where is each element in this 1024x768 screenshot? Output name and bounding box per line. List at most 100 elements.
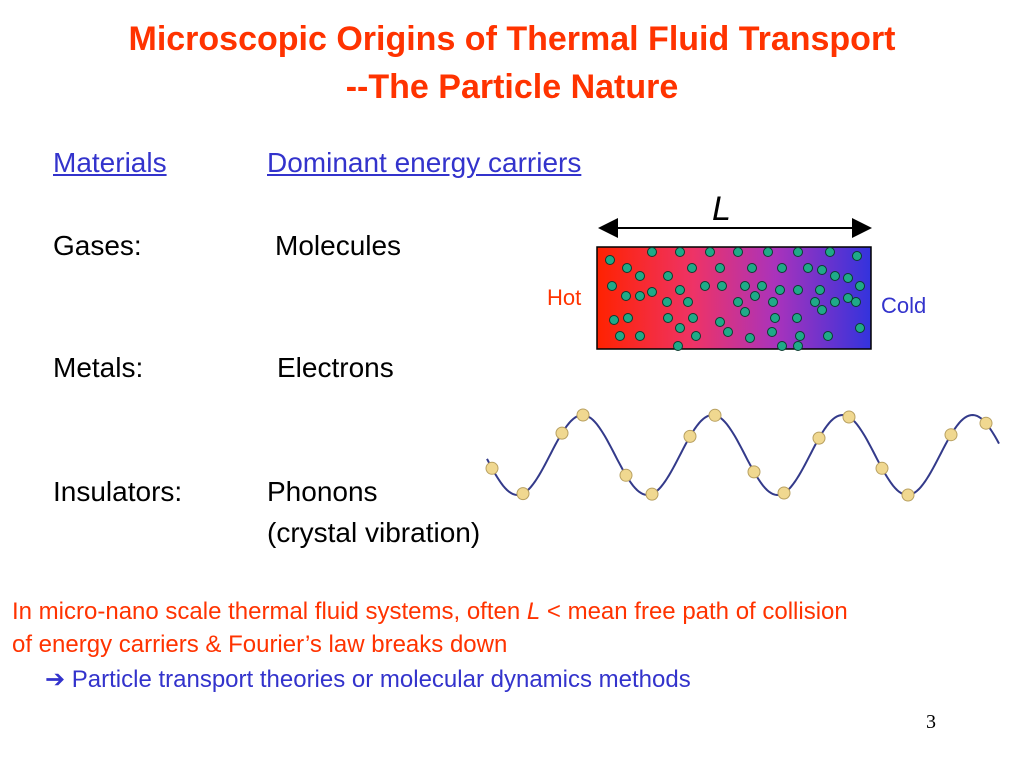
molecule-dot <box>793 247 803 257</box>
lattice-atom-dot <box>944 428 958 442</box>
carrier-electrons: Electrons <box>277 352 394 383</box>
molecule-dot <box>747 263 757 273</box>
gas-molecules <box>605 247 865 351</box>
molecule-dot <box>823 331 833 341</box>
molecule-dot <box>740 281 750 291</box>
molecule-dot <box>750 291 760 301</box>
length-label: L <box>712 190 731 228</box>
lattice-atom-dot <box>555 426 569 440</box>
molecule-dot <box>745 333 755 343</box>
lattice-atom-dot <box>683 429 697 443</box>
lattice-atom-dot <box>901 488 915 502</box>
carrier-phonons: Phonons <box>267 476 378 507</box>
molecule-dot <box>622 263 632 273</box>
molecule-dot <box>635 331 645 341</box>
molecule-dot <box>770 313 780 323</box>
conclusion-text: Particle transport theories or molecular… <box>71 666 691 693</box>
molecule-dot <box>635 271 645 281</box>
molecule-dot <box>775 285 785 295</box>
molecule-dot <box>851 297 861 307</box>
molecule-dot <box>647 247 657 257</box>
note-line1-before: In micro-nano scale thermal fluid system… <box>12 598 527 625</box>
molecule-dot <box>715 317 725 327</box>
molecule-dot <box>843 273 853 283</box>
note-line2: of energy carriers & Fourier’s law break… <box>12 631 508 658</box>
molecule-dot <box>830 271 840 281</box>
molecule-dot <box>715 263 725 273</box>
lattice-atom-dot <box>516 487 530 501</box>
molecule-dot <box>733 297 743 307</box>
note-variable-L: L <box>526 598 541 625</box>
cold-label: Cold <box>881 293 927 318</box>
slide-title-line1: Microscopic Origins of Thermal Fluid Tra… <box>128 20 896 58</box>
molecule-dot <box>763 247 773 257</box>
molecule-dot <box>825 247 835 257</box>
lattice-atom-dot <box>842 410 856 424</box>
molecule-dot <box>605 255 615 265</box>
lattice-atom-dot <box>619 468 633 482</box>
molecule-dot <box>623 313 633 323</box>
molecule-dot <box>792 313 802 323</box>
molecule-dot <box>675 323 685 333</box>
carrier-phonons-note: (crystal vibration) <box>267 517 481 548</box>
molecule-dot <box>615 331 625 341</box>
lattice-atoms <box>485 408 993 502</box>
arrow-icon: ➔ <box>45 666 66 693</box>
material-insulators: Insulators: <box>53 476 183 507</box>
molecule-dot <box>647 287 657 297</box>
molecule-dot <box>635 291 645 301</box>
molecule-dot <box>675 285 685 295</box>
molecule-dot <box>768 297 778 307</box>
molecule-dot <box>609 315 619 325</box>
molecule-dot <box>621 291 631 301</box>
molecule-dot <box>717 281 727 291</box>
molecule-dot <box>675 247 685 257</box>
note-line1-after: < mean free path of collision <box>540 598 848 625</box>
molecule-dot <box>795 331 805 341</box>
molecule-dot <box>705 247 715 257</box>
lattice-atom-dot <box>777 486 791 500</box>
molecule-dot <box>688 313 698 323</box>
molecule-dot <box>793 285 803 295</box>
molecule-dot <box>733 247 743 257</box>
molecule-dot <box>830 297 840 307</box>
slide-title-line2: --The Particle Nature <box>345 68 679 106</box>
molecule-dot <box>817 305 827 315</box>
molecule-dot <box>683 297 693 307</box>
molecule-dot <box>687 263 697 273</box>
molecule-dot <box>723 327 733 337</box>
molecule-dot <box>691 331 701 341</box>
molecule-dot <box>700 281 710 291</box>
molecule-dot <box>843 293 853 303</box>
hot-label: Hot <box>547 285 582 310</box>
molecule-dot <box>852 251 862 261</box>
molecule-dot <box>767 327 777 337</box>
column-header-materials: Materials <box>53 147 167 178</box>
molecule-dot <box>815 285 825 295</box>
molecule-dot <box>803 263 813 273</box>
molecule-dot <box>855 323 865 333</box>
lattice-atom-dot <box>485 461 499 475</box>
molecule-dot <box>810 297 820 307</box>
molecule-dot <box>793 341 803 351</box>
conclusion-line: ➔ Particle transport theories or molecul… <box>45 665 691 694</box>
lattice-atom-dot <box>747 465 761 479</box>
column-header-carriers: Dominant energy carriers <box>267 147 582 178</box>
molecule-dot <box>673 341 683 351</box>
lattice-atom-dot <box>979 416 993 430</box>
molecule-dot <box>757 281 767 291</box>
note-line1: In micro-nano scale thermal fluid system… <box>12 598 848 626</box>
molecule-dot <box>663 313 673 323</box>
molecule-dot <box>607 281 617 291</box>
lattice-atom-dot <box>708 408 722 422</box>
lattice-atom-dot <box>812 431 826 445</box>
material-gases: Gases: <box>53 230 142 261</box>
lattice-atom-dot <box>645 487 659 501</box>
lattice-atom-dot <box>875 461 889 475</box>
molecule-dot <box>777 341 787 351</box>
molecule-dot <box>817 265 827 275</box>
carrier-molecules: Molecules <box>275 230 402 261</box>
material-metals: Metals: <box>53 352 144 383</box>
page-number: 3 <box>926 711 936 733</box>
